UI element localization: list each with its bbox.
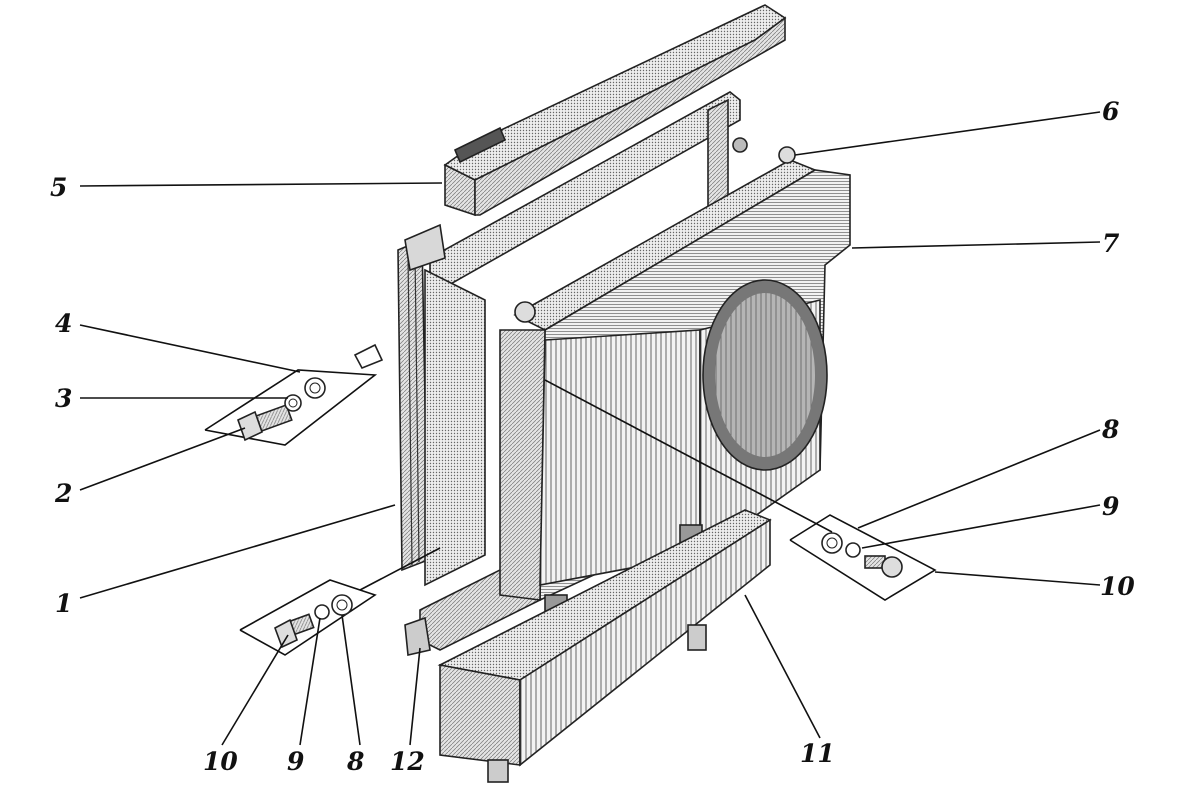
right-fasteners bbox=[789, 514, 937, 601]
label-9-right: 9 bbox=[1102, 492, 1119, 521]
label-1: 1 bbox=[55, 589, 72, 618]
label-10-bottom: 10 bbox=[203, 747, 238, 776]
label-6: 6 bbox=[1102, 97, 1119, 126]
part-number-labels: 5 6 7 4 3 2 1 8 9 10 10 9 8 12 11 bbox=[50, 97, 1135, 776]
label-4: 4 bbox=[55, 309, 72, 338]
label-5: 5 bbox=[50, 173, 67, 202]
bottom-tank-part-11 bbox=[437, 509, 772, 783]
label-8-bottom: 8 bbox=[346, 747, 364, 776]
leader-lines bbox=[79, 111, 1101, 746]
frame-assembly bbox=[397, 91, 741, 656]
radiator-core-part-7 bbox=[499, 137, 851, 614]
left-upper-fasteners bbox=[204, 343, 384, 446]
label-3: 3 bbox=[55, 384, 72, 413]
label-11: 11 bbox=[800, 739, 835, 768]
top-cover-part-5 bbox=[443, 4, 787, 217]
label-2: 2 bbox=[54, 479, 72, 508]
left-lower-fasteners bbox=[239, 579, 377, 656]
label-7: 7 bbox=[1102, 229, 1120, 258]
label-12: 12 bbox=[390, 747, 425, 776]
label-8-right: 8 bbox=[1101, 415, 1119, 444]
label-10-right: 10 bbox=[1100, 572, 1135, 601]
label-9-bottom: 9 bbox=[287, 747, 304, 776]
